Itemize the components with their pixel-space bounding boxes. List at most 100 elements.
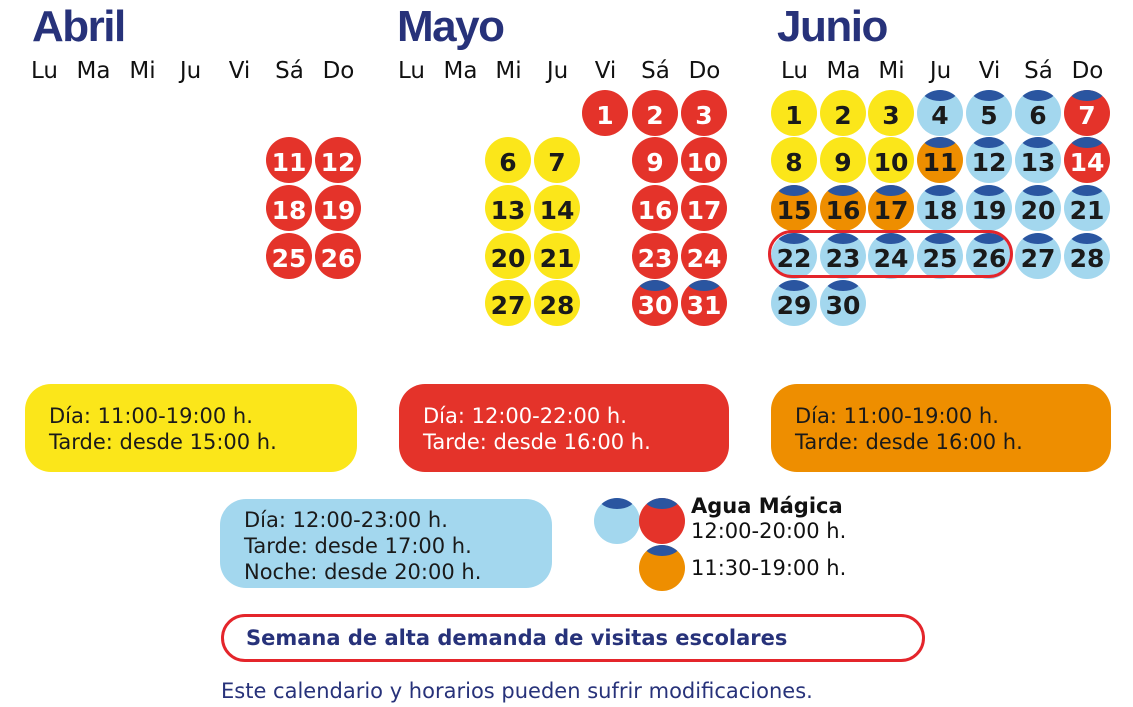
day-number: 5 bbox=[980, 100, 998, 130]
calendar-day: 16 bbox=[820, 185, 866, 231]
calendar-day: 16 bbox=[632, 185, 678, 231]
day-number: 17 bbox=[686, 195, 722, 225]
legend-blue: Día: 12:00-23:00 h. Tarde: desde 17:00 h… bbox=[220, 499, 552, 588]
day-number: 6 bbox=[499, 147, 517, 177]
calendar-day: 10 bbox=[868, 137, 914, 183]
footer-note: Este calendario y horarios pueden sufrir… bbox=[221, 679, 813, 703]
agua-blue-marker bbox=[594, 498, 640, 544]
agua-magica-marker bbox=[1019, 90, 1057, 101]
calendar-day: 21 bbox=[1064, 185, 1110, 231]
day-number: 27 bbox=[1020, 243, 1056, 273]
agua-magica-marker bbox=[824, 280, 862, 291]
weekday-header: Sá bbox=[1024, 58, 1053, 84]
day-number: 14 bbox=[1069, 147, 1105, 177]
day-number: 20 bbox=[1020, 195, 1056, 225]
calendar-day: 9 bbox=[632, 137, 678, 183]
calendar-day: 27 bbox=[485, 280, 531, 326]
calendar-day: 2 bbox=[820, 90, 866, 136]
legend-red-day: Día: 12:00-22:00 h. bbox=[423, 404, 627, 428]
school-week-legend: Semana de alta demanda de visitas escola… bbox=[221, 614, 925, 662]
calendar-day: 20 bbox=[1015, 185, 1061, 231]
agua-magica-marker bbox=[872, 185, 910, 196]
agua-magica-marker bbox=[1068, 137, 1106, 148]
calendar-day: 12 bbox=[315, 137, 361, 183]
weekday-header: Vi bbox=[228, 58, 251, 84]
day-number: 12 bbox=[971, 147, 1007, 177]
calendar-day: 24 bbox=[681, 233, 727, 279]
day-number: 1 bbox=[785, 100, 803, 130]
agua-magica-marker bbox=[921, 185, 959, 196]
calendar-day: 6 bbox=[1015, 90, 1061, 136]
agua-magica-marker bbox=[1019, 185, 1057, 196]
school-week-highlight bbox=[768, 230, 1013, 278]
day-number: 21 bbox=[1069, 195, 1105, 225]
weekday-header: Sá bbox=[275, 58, 304, 84]
agua-magica-marker bbox=[921, 137, 959, 148]
day-number: 19 bbox=[971, 195, 1007, 225]
legend-yellow: Día: 11:00-19:00 h. Tarde: desde 15:00 h… bbox=[25, 384, 357, 472]
agua-magica-marker bbox=[1019, 233, 1057, 244]
weekday-header: Ju bbox=[179, 58, 202, 84]
legend-orange: Día: 11:00-19:00 h. Tarde: desde 16:00 h… bbox=[771, 384, 1111, 472]
weekday-header: Lu bbox=[781, 58, 808, 84]
calendar-day: 25 bbox=[266, 233, 312, 279]
agua-magica-marker bbox=[636, 280, 674, 291]
day-number: 9 bbox=[834, 147, 852, 177]
weekday-header: Mi bbox=[495, 58, 522, 84]
agua-magica-marker bbox=[872, 233, 910, 244]
month-title-junio: Junio bbox=[777, 2, 888, 51]
calendar-day: 15 bbox=[771, 185, 817, 231]
calendar-day: 24 bbox=[868, 233, 914, 279]
agua-magica-marker bbox=[1068, 233, 1106, 244]
weekday-header: Do bbox=[688, 58, 721, 84]
calendar-day: 2 bbox=[632, 90, 678, 136]
day-number: 24 bbox=[686, 243, 722, 273]
calendar-day: 30 bbox=[820, 280, 866, 326]
calendar-day: 9 bbox=[820, 137, 866, 183]
weekday-header: Ma bbox=[76, 58, 111, 84]
day-number: 3 bbox=[882, 100, 900, 130]
day-number: 7 bbox=[548, 147, 566, 177]
calendar-day: 19 bbox=[315, 185, 361, 231]
day-number: 23 bbox=[637, 243, 673, 273]
agua-magica-marker bbox=[970, 185, 1008, 196]
calendar-day: 23 bbox=[820, 233, 866, 279]
calendar-day: 12 bbox=[966, 137, 1012, 183]
agua-magica-marker bbox=[970, 137, 1008, 148]
day-number: 30 bbox=[637, 290, 673, 320]
weekday-header: Do bbox=[322, 58, 355, 84]
day-number: 15 bbox=[776, 195, 812, 225]
day-number: 30 bbox=[825, 290, 861, 320]
calendar-day: 26 bbox=[315, 233, 361, 279]
calendar-day: 30 bbox=[632, 280, 678, 326]
calendar-day: 13 bbox=[1015, 137, 1061, 183]
calendar-day: 17 bbox=[681, 185, 727, 231]
weekday-header: Mi bbox=[129, 58, 156, 84]
day-number: 19 bbox=[320, 195, 356, 225]
day-number: 11 bbox=[271, 147, 307, 177]
agua-magica-marker bbox=[970, 90, 1008, 101]
day-number: 10 bbox=[873, 147, 909, 177]
day-number: 16 bbox=[825, 195, 861, 225]
agua-magica-marker bbox=[1019, 137, 1057, 148]
legend-yellow-afternoon: Tarde: desde 15:00 h. bbox=[49, 430, 277, 454]
agua-time-1: 12:00-20:00 h. bbox=[691, 519, 847, 543]
day-number: 9 bbox=[646, 147, 664, 177]
weekday-header: Do bbox=[1071, 58, 1104, 84]
day-number: 3 bbox=[695, 100, 713, 130]
weekday-header: Lu bbox=[31, 58, 58, 84]
day-number: 20 bbox=[490, 243, 526, 273]
agua-red-marker bbox=[639, 498, 685, 544]
calendar-day: 28 bbox=[534, 280, 580, 326]
day-number: 13 bbox=[490, 195, 526, 225]
agua-magica-marker bbox=[824, 185, 862, 196]
weekday-header: Vi bbox=[978, 58, 1001, 84]
day-number: 31 bbox=[686, 290, 722, 320]
calendar-day: 8 bbox=[771, 137, 817, 183]
calendar-day: 10 bbox=[681, 137, 727, 183]
calendar-day: 7 bbox=[1064, 90, 1110, 136]
day-number: 25 bbox=[271, 243, 307, 273]
calendar-day: 11 bbox=[917, 137, 963, 183]
calendar-day: 5 bbox=[966, 90, 1012, 136]
day-number: 6 bbox=[1029, 100, 1047, 130]
